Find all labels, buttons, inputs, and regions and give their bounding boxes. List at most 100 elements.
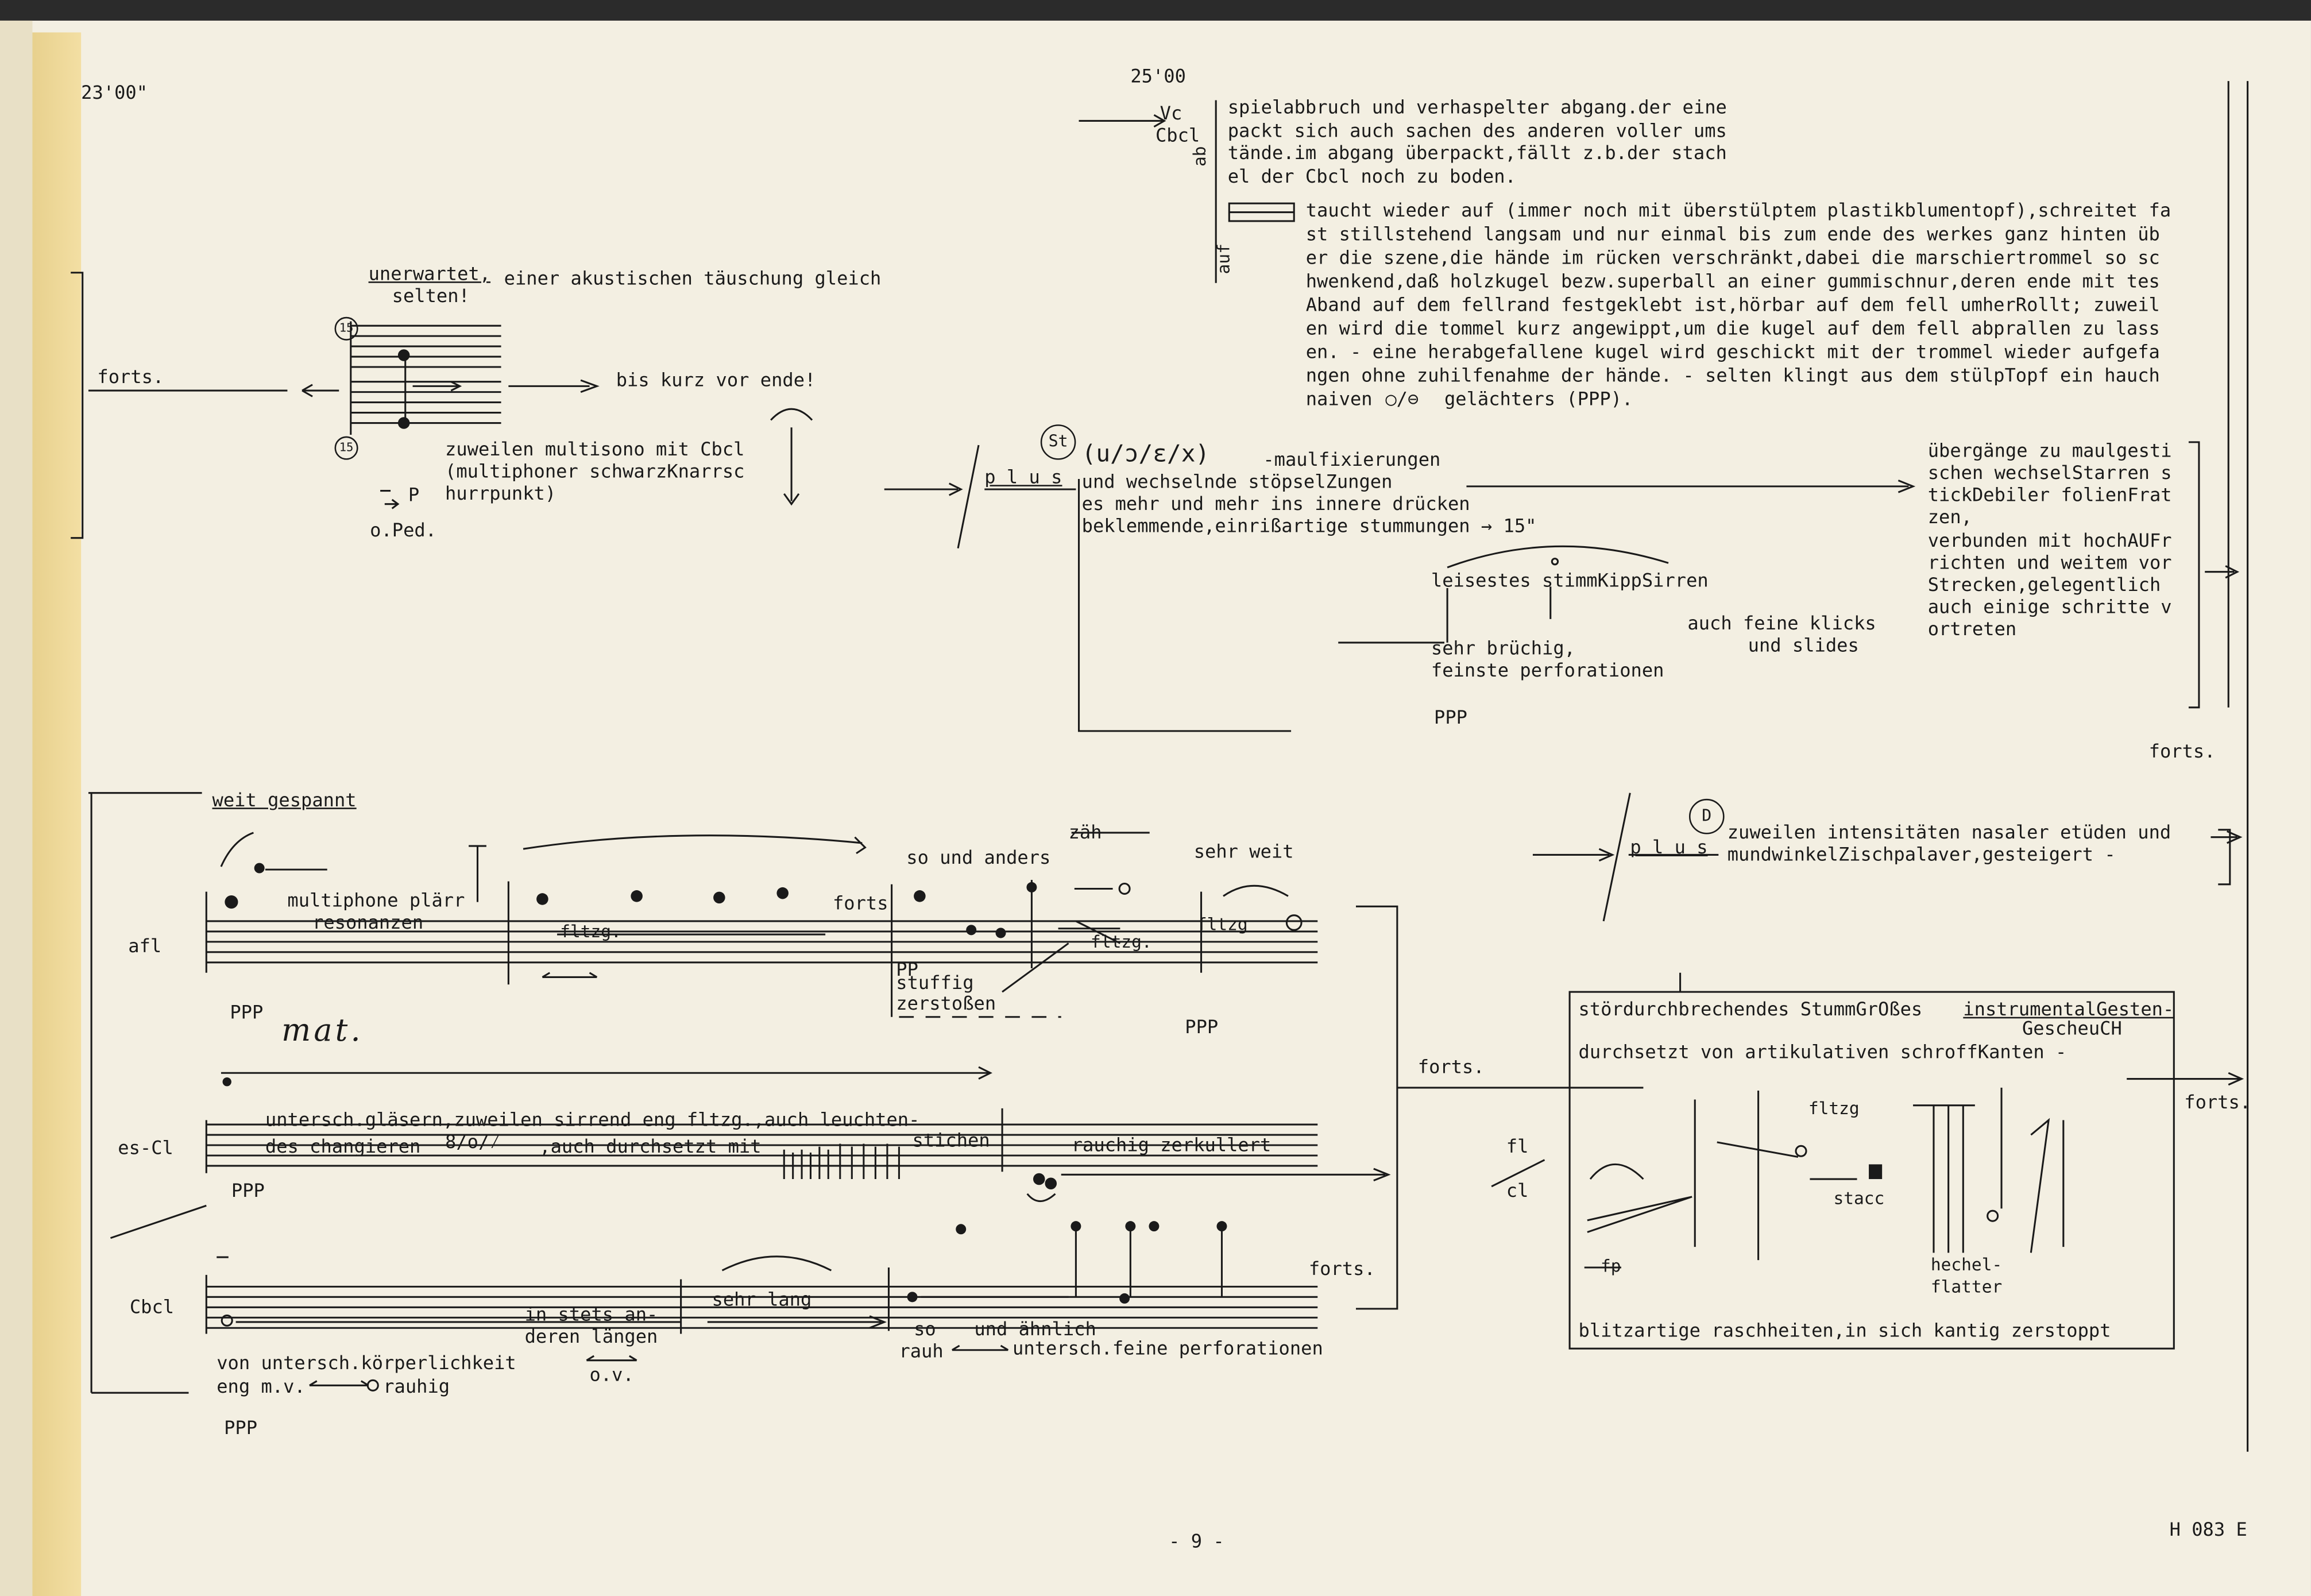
dynamic-ppp-afl-right: PPP bbox=[1185, 1015, 1219, 1038]
top-edge bbox=[0, 0, 2311, 21]
gesture-box bbox=[1568, 991, 2175, 1350]
auf-line: en. - eine herabgefallene kugel wird ges… bbox=[1305, 340, 2160, 363]
stets-2: deren längen bbox=[524, 1325, 658, 1347]
instrument-vc: Vc bbox=[1160, 102, 1182, 124]
box-line2: GescheuCH bbox=[2022, 1017, 2122, 1039]
acoustic-illusion: einer akustischen täuschung gleich bbox=[504, 266, 882, 289]
forts-right: forts. bbox=[2184, 1091, 2251, 1113]
instrument-escl: es-Cl bbox=[118, 1136, 173, 1159]
binding-spine bbox=[0, 20, 33, 1596]
stuffig: stuffig bbox=[896, 971, 974, 994]
left-bracket-top bbox=[71, 272, 84, 539]
koerperlichkeit: von untersch.körperlichkeit bbox=[217, 1351, 516, 1374]
label-auf: auf bbox=[1213, 244, 1234, 275]
fltzg-afl-b: fltzg. bbox=[1091, 931, 1152, 952]
mf-line: beklemmende,einrißartige stummungen → 15… bbox=[1081, 514, 1537, 537]
multisono-3: hurrpunkt) bbox=[445, 482, 557, 504]
multiphone-2: resonanzen bbox=[312, 910, 424, 933]
staff-cbcl-low bbox=[110, 1204, 1318, 1392]
instrument-afl: afl bbox=[128, 934, 162, 957]
box-fp: fp bbox=[1601, 1255, 1621, 1277]
ue-line: zen, bbox=[1927, 505, 1972, 528]
ue-line: übergänge zu maulgesti bbox=[1927, 439, 2172, 462]
dynamic-ppp-cbcl: PPP bbox=[224, 1416, 258, 1439]
box-fltzg: fltzg bbox=[1808, 1098, 1860, 1119]
rauh: rauh bbox=[899, 1339, 944, 1362]
box-line1b: instrumentalGesten- bbox=[1963, 998, 2174, 1020]
plus-d: p l u s bbox=[1630, 836, 1708, 858]
so: so bbox=[914, 1317, 936, 1340]
ov: o.v. bbox=[589, 1363, 634, 1386]
laughter-symbol: ○/⊖ bbox=[1385, 387, 1419, 410]
hechel-1: hechel- bbox=[1930, 1254, 2003, 1275]
ab-line: spielabbruch und verhaspelter abgang.der… bbox=[1227, 95, 1727, 118]
ue-line: tickDebiler folienFrat bbox=[1927, 483, 2172, 506]
auf-line: Aband auf dem fellrand festgeklebt ist,h… bbox=[1305, 293, 2160, 316]
feine-perforationen: untersch.feine perforationen bbox=[1012, 1336, 1323, 1359]
escl-line2a: des changieren bbox=[265, 1135, 421, 1157]
staff-escl bbox=[205, 1066, 1391, 1203]
box-bottom: blitzartige raschheiten,in sich kantig z… bbox=[1578, 1319, 2111, 1342]
dynamic-pp: PP bbox=[896, 958, 918, 980]
changing-symbol: 8/o/⁄ bbox=[445, 1130, 501, 1153]
auf-line-last-b: gelächters (PPP). bbox=[1444, 387, 1633, 410]
forts-afl: forts bbox=[832, 891, 888, 914]
box-stacc: stacc bbox=[1833, 1188, 1885, 1209]
dynamic-ppp-mid: PPP bbox=[1434, 706, 1467, 728]
eng-mv: eng m.v. bbox=[217, 1375, 306, 1397]
so-und-anders: so und anders bbox=[906, 846, 1051, 868]
ue-line: ortreten bbox=[1927, 617, 2017, 640]
multiphone-1: multiphone plärr bbox=[287, 888, 465, 911]
instrument-cl: cl bbox=[1506, 1179, 1529, 1201]
ottava-top: 15 bbox=[334, 316, 358, 341]
bruechig-2: feinste perforationen bbox=[1431, 659, 1664, 681]
instrument-cbcl-low: Cbcl bbox=[129, 1295, 175, 1318]
plus-d-line2: mundwinkelZischpalaver,gesteigert - bbox=[1727, 843, 2116, 865]
multisono-2: (multiphoner schwarzKnarrsc bbox=[445, 459, 745, 482]
dynamic-p: P bbox=[408, 483, 420, 506]
rauchig: rauchig zerkullert bbox=[1071, 1133, 1272, 1156]
mat-marking: mat. bbox=[281, 1013, 364, 1048]
auf-line-last-a: naiven bbox=[1305, 387, 1373, 410]
ue-line: schen wechselStarren s bbox=[1927, 461, 2172, 484]
dynamic-ppp-afl: PPP bbox=[230, 1000, 264, 1023]
ab-line: packt sich auch sachen des anderen volle… bbox=[1227, 119, 1727, 142]
catalog-code: H 083 E bbox=[2169, 1518, 2247, 1540]
forts-middle-right: forts. bbox=[2148, 740, 2216, 762]
label-ab: ab bbox=[1189, 146, 1210, 167]
klicks-1: auch feine klicks bbox=[1687, 612, 1876, 634]
binding-tape bbox=[32, 32, 82, 1596]
escl-line2b: ,auch durchsetzt mit bbox=[539, 1135, 762, 1157]
ue-line: Strecken,gelegentlich bbox=[1927, 573, 2161, 596]
staff-afl bbox=[205, 832, 1318, 1018]
ue-line: verbunden mit hochAUFr bbox=[1927, 529, 2172, 551]
instrument-cbcl: Cbcl bbox=[1155, 123, 1200, 146]
forts-top-left: forts. bbox=[97, 365, 164, 388]
auf-line: er die szene,die hände im rücken verschr… bbox=[1305, 246, 2160, 269]
dynamic-ppp-escl: PPP bbox=[231, 1179, 265, 1201]
weit-gespannt: weit gespannt bbox=[212, 788, 357, 811]
fltzg-afl-c: fltzg bbox=[1196, 914, 1248, 935]
sehr-weit: sehr weit bbox=[1193, 840, 1294, 863]
fltzg-afl: fltzg. bbox=[560, 921, 621, 942]
stets-1: in stets an- bbox=[524, 1303, 658, 1326]
escl-line1: untersch.gläsern,zuweilen sirrend eng fl… bbox=[265, 1108, 920, 1131]
ab-line: tände.im abgang überpackt,fällt z.b.der … bbox=[1227, 141, 1727, 164]
marker-st: St bbox=[1040, 424, 1076, 460]
multisono-1: zuweilen multisono mit Cbcl bbox=[445, 438, 745, 460]
auf-line: taucht wieder auf (immer noch mit überst… bbox=[1305, 199, 2171, 221]
unerwartet: unerwartet, bbox=[368, 262, 491, 285]
zaeh: zäh bbox=[1068, 821, 1102, 843]
leisestes: leisestes stimmKippSirren bbox=[1431, 569, 1709, 592]
mf-line: -maulfixierungen bbox=[1263, 448, 1441, 470]
sehr-lang: sehr lang bbox=[712, 1288, 812, 1311]
binding-tape-shade bbox=[32, 32, 82, 1596]
stichen: stichen bbox=[912, 1129, 990, 1151]
auf-line: hwenkend,daß holzkugel bezw.superball an… bbox=[1305, 269, 2160, 292]
zerstossen: zerstoßen bbox=[896, 992, 996, 1014]
forts-cbcl: forts. bbox=[1308, 1257, 1375, 1280]
vowel-set: (u/ɔ/ε/x) bbox=[1081, 439, 1210, 467]
ottava-bottom: 15 bbox=[334, 436, 358, 460]
